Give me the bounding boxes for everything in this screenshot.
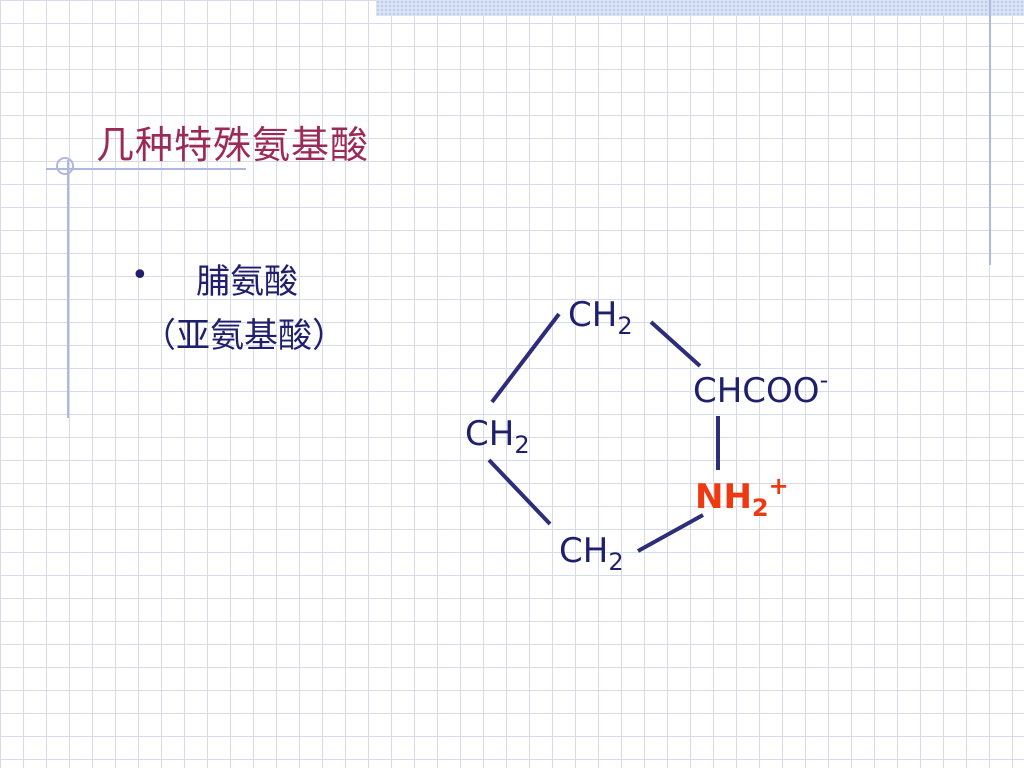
decor-vertical-line-left	[67, 160, 69, 418]
bullet-subtext: （亚氨基酸）	[142, 316, 346, 356]
decor-vertical-line-right	[989, 0, 991, 265]
bullet-text: 脯氨酸	[196, 262, 298, 302]
atom-top-ch2: CH2	[568, 295, 633, 340]
atom-amine-nh2: NH2+	[695, 472, 789, 522]
header-decor-band	[376, 0, 1024, 16]
decor-title-underline	[46, 168, 246, 170]
slide-title: 几种特殊氨基酸	[96, 123, 370, 167]
atom-bottom-ch2: CH2	[559, 531, 624, 576]
decor-circle-icon	[56, 157, 74, 175]
bond-bottom-to-left	[487, 458, 552, 526]
bullet-dot-icon: •	[131, 258, 149, 293]
atom-left-ch2: CH2	[465, 414, 530, 459]
atom-alpha-carbon: CHCOO-	[693, 366, 828, 411]
bond-amine-to-bottom	[637, 513, 704, 553]
bond-left-to-top	[490, 312, 561, 404]
bond-top-to-alpha	[649, 320, 702, 368]
